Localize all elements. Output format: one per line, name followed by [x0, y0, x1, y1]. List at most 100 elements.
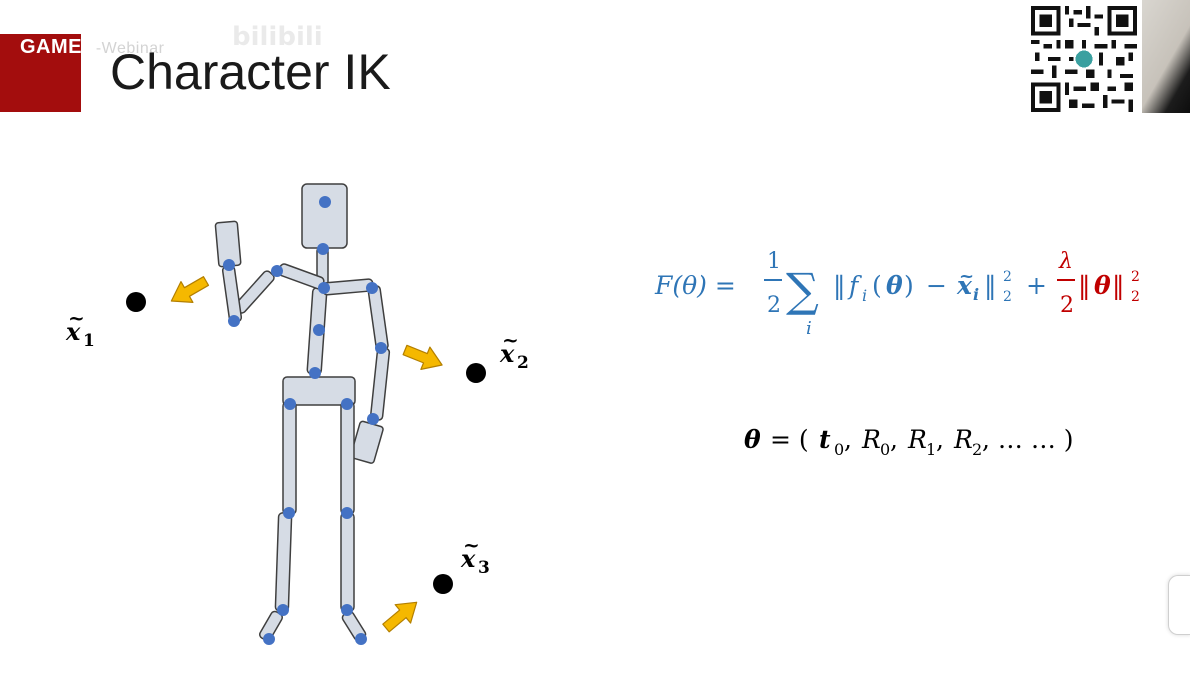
joint	[355, 633, 367, 645]
joint	[283, 507, 295, 519]
eq-lambda: λ	[1058, 249, 1073, 274]
param-R2-sub: 2	[972, 440, 982, 459]
eq-half-bar	[764, 279, 782, 281]
eq-theta: θ	[886, 271, 903, 300]
param-R2: R	[953, 425, 973, 454]
eq-paren-close: )	[904, 271, 914, 300]
right-shin-bone	[340, 512, 355, 612]
label-x2-symbol: x	[499, 339, 515, 368]
joint	[341, 507, 353, 519]
eq-paren-open: (	[872, 271, 882, 300]
label-x2: ~ x 2	[499, 328, 529, 373]
param-comma1: ,	[844, 425, 852, 454]
label-x3-symbol: x	[460, 544, 476, 573]
eq-reg-norm-open: ‖	[1078, 271, 1091, 301]
eq-minus: −	[926, 271, 947, 300]
slide-title: Character IK	[110, 44, 391, 100]
param-R0-sub: 0	[880, 440, 890, 459]
label-x1-tilde: ~	[68, 306, 85, 330]
label-x2-sub: 2	[517, 353, 529, 373]
joint	[318, 282, 330, 294]
param-t: t	[819, 425, 831, 454]
param-R0: R	[861, 425, 881, 454]
eq-sup2: 2	[1003, 269, 1012, 285]
eq-half-num: 1	[767, 249, 781, 274]
brand-tab	[0, 34, 81, 112]
eq-lambda-den: 2	[1060, 293, 1074, 318]
joint	[309, 367, 321, 379]
label-x1-sub: 1	[83, 331, 95, 351]
brand-faded: -Webinar	[95, 40, 165, 57]
joint	[375, 342, 387, 354]
right-hand-bone	[350, 420, 384, 464]
eq-x: x	[956, 271, 973, 300]
eq-plus: +	[1026, 271, 1047, 300]
target-x1	[126, 292, 146, 312]
eq-sum: ∑	[786, 263, 819, 317]
joint	[284, 398, 296, 410]
param-R1-sub: 1	[926, 440, 936, 459]
param-tail: , … … )	[982, 425, 1074, 454]
eq-reg-norm-close: ‖	[1112, 271, 1125, 301]
side-tab-handle[interactable]	[1168, 575, 1190, 635]
eq-f: f	[847, 271, 862, 300]
joint	[341, 604, 353, 616]
brand-logo-text: GAMES-Webinar	[20, 36, 164, 59]
left-thigh-bone	[282, 401, 297, 515]
left-forearm-bone	[221, 265, 243, 323]
joint	[263, 633, 275, 645]
eq-half-den: 2	[767, 293, 781, 318]
label-x3-sub: 3	[478, 558, 490, 578]
eq-reg-theta: θ	[1094, 271, 1111, 300]
param-R1: R	[907, 425, 927, 454]
joint	[228, 315, 240, 327]
right-thigh-bone	[340, 401, 355, 515]
target-x2	[466, 363, 486, 383]
arrow-to-x2	[399, 338, 448, 377]
bilibili-watermark: bilibili	[232, 22, 323, 52]
joint	[341, 398, 353, 410]
joints	[223, 196, 387, 645]
parameter-equation: θ = ( t 0 , R 0 , R 1 , R 2 , … … )	[744, 425, 1074, 459]
param-t-sub: 0	[834, 440, 844, 459]
eq-lambda-bar	[1057, 279, 1075, 281]
right-upper-arm-bone	[367, 285, 389, 351]
eq-norm-open: ‖	[833, 271, 846, 301]
eq-reg-sub2: 2	[1131, 289, 1140, 305]
param-eq: = (	[770, 425, 809, 454]
right-shoulder-bone	[322, 278, 374, 296]
joint	[366, 282, 378, 294]
head-bone	[301, 183, 348, 249]
joint	[223, 259, 235, 271]
eq-x-sub: i	[973, 285, 979, 304]
presenter-webcam	[1142, 0, 1190, 113]
arrow-to-x1	[164, 270, 213, 312]
eq-lhs: F(θ) =	[654, 271, 736, 300]
eq-sub2: 2	[1003, 289, 1012, 305]
param-theta: θ	[744, 425, 761, 454]
objective-equation: F(θ) = 1 2 ∑ i ‖ f i ( θ ) − ~ x i ‖ 2 2…	[654, 249, 1140, 339]
param-comma2: ,	[890, 425, 898, 454]
eq-reg-sup2: 2	[1131, 269, 1140, 285]
label-x3: ~ x 3	[460, 533, 490, 578]
brand-main: GAMES	[20, 36, 96, 58]
eq-sum-index: i	[806, 318, 812, 339]
joint	[317, 243, 329, 255]
label-x1: ~ x 1	[65, 306, 95, 351]
label-x1-symbol: x	[65, 317, 81, 346]
joint	[271, 265, 283, 277]
eq-x-tilde: ~	[959, 266, 974, 287]
eq-f-sub: i	[862, 286, 867, 305]
arrow-to-x3	[377, 592, 425, 638]
label-x3-tilde: ~	[463, 533, 480, 557]
qr-code-icon	[1031, 6, 1137, 112]
joint	[319, 196, 331, 208]
target-x3	[433, 574, 453, 594]
skeleton	[214, 183, 391, 642]
joint	[313, 324, 325, 336]
left-shin-bone	[274, 512, 293, 612]
param-comma3: ,	[936, 425, 944, 454]
eq-norm-close: ‖	[984, 271, 997, 301]
label-x2-tilde: ~	[502, 328, 519, 352]
